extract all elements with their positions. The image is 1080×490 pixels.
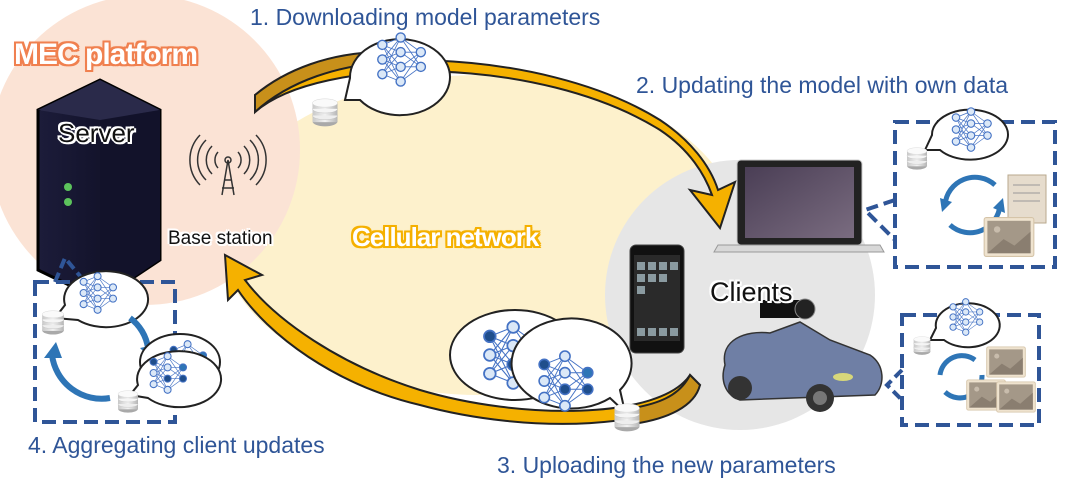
laptop-update-box [861,107,1057,269]
step-4-label: 4. Aggregating client updates [28,432,325,458]
clients-label: Clients [710,277,793,307]
mec-platform-label: MEC platform [14,38,198,71]
base-station-icon [189,134,267,196]
upload-model-bubbles [449,309,633,415]
base-station-label: Base station [168,228,273,249]
step-1-label: 1. Downloading model parameters [250,4,601,30]
step-3-label: 3. Uploading the new parameters [497,452,836,478]
database-icon [312,98,338,127]
cellular-network-label: Cellular network [352,222,539,252]
car-with-camera-icon [722,298,883,412]
smartphone-icon [629,244,685,354]
download-model-bubble [343,32,451,117]
server-icon [36,78,162,302]
aggregation-box [33,254,223,424]
car-update-box [884,298,1041,427]
database-icon [613,403,641,432]
laptop-icon [713,159,885,253]
server-label: Server [58,118,135,148]
step-2-label: 2. Updating the model with own data [636,72,1009,98]
